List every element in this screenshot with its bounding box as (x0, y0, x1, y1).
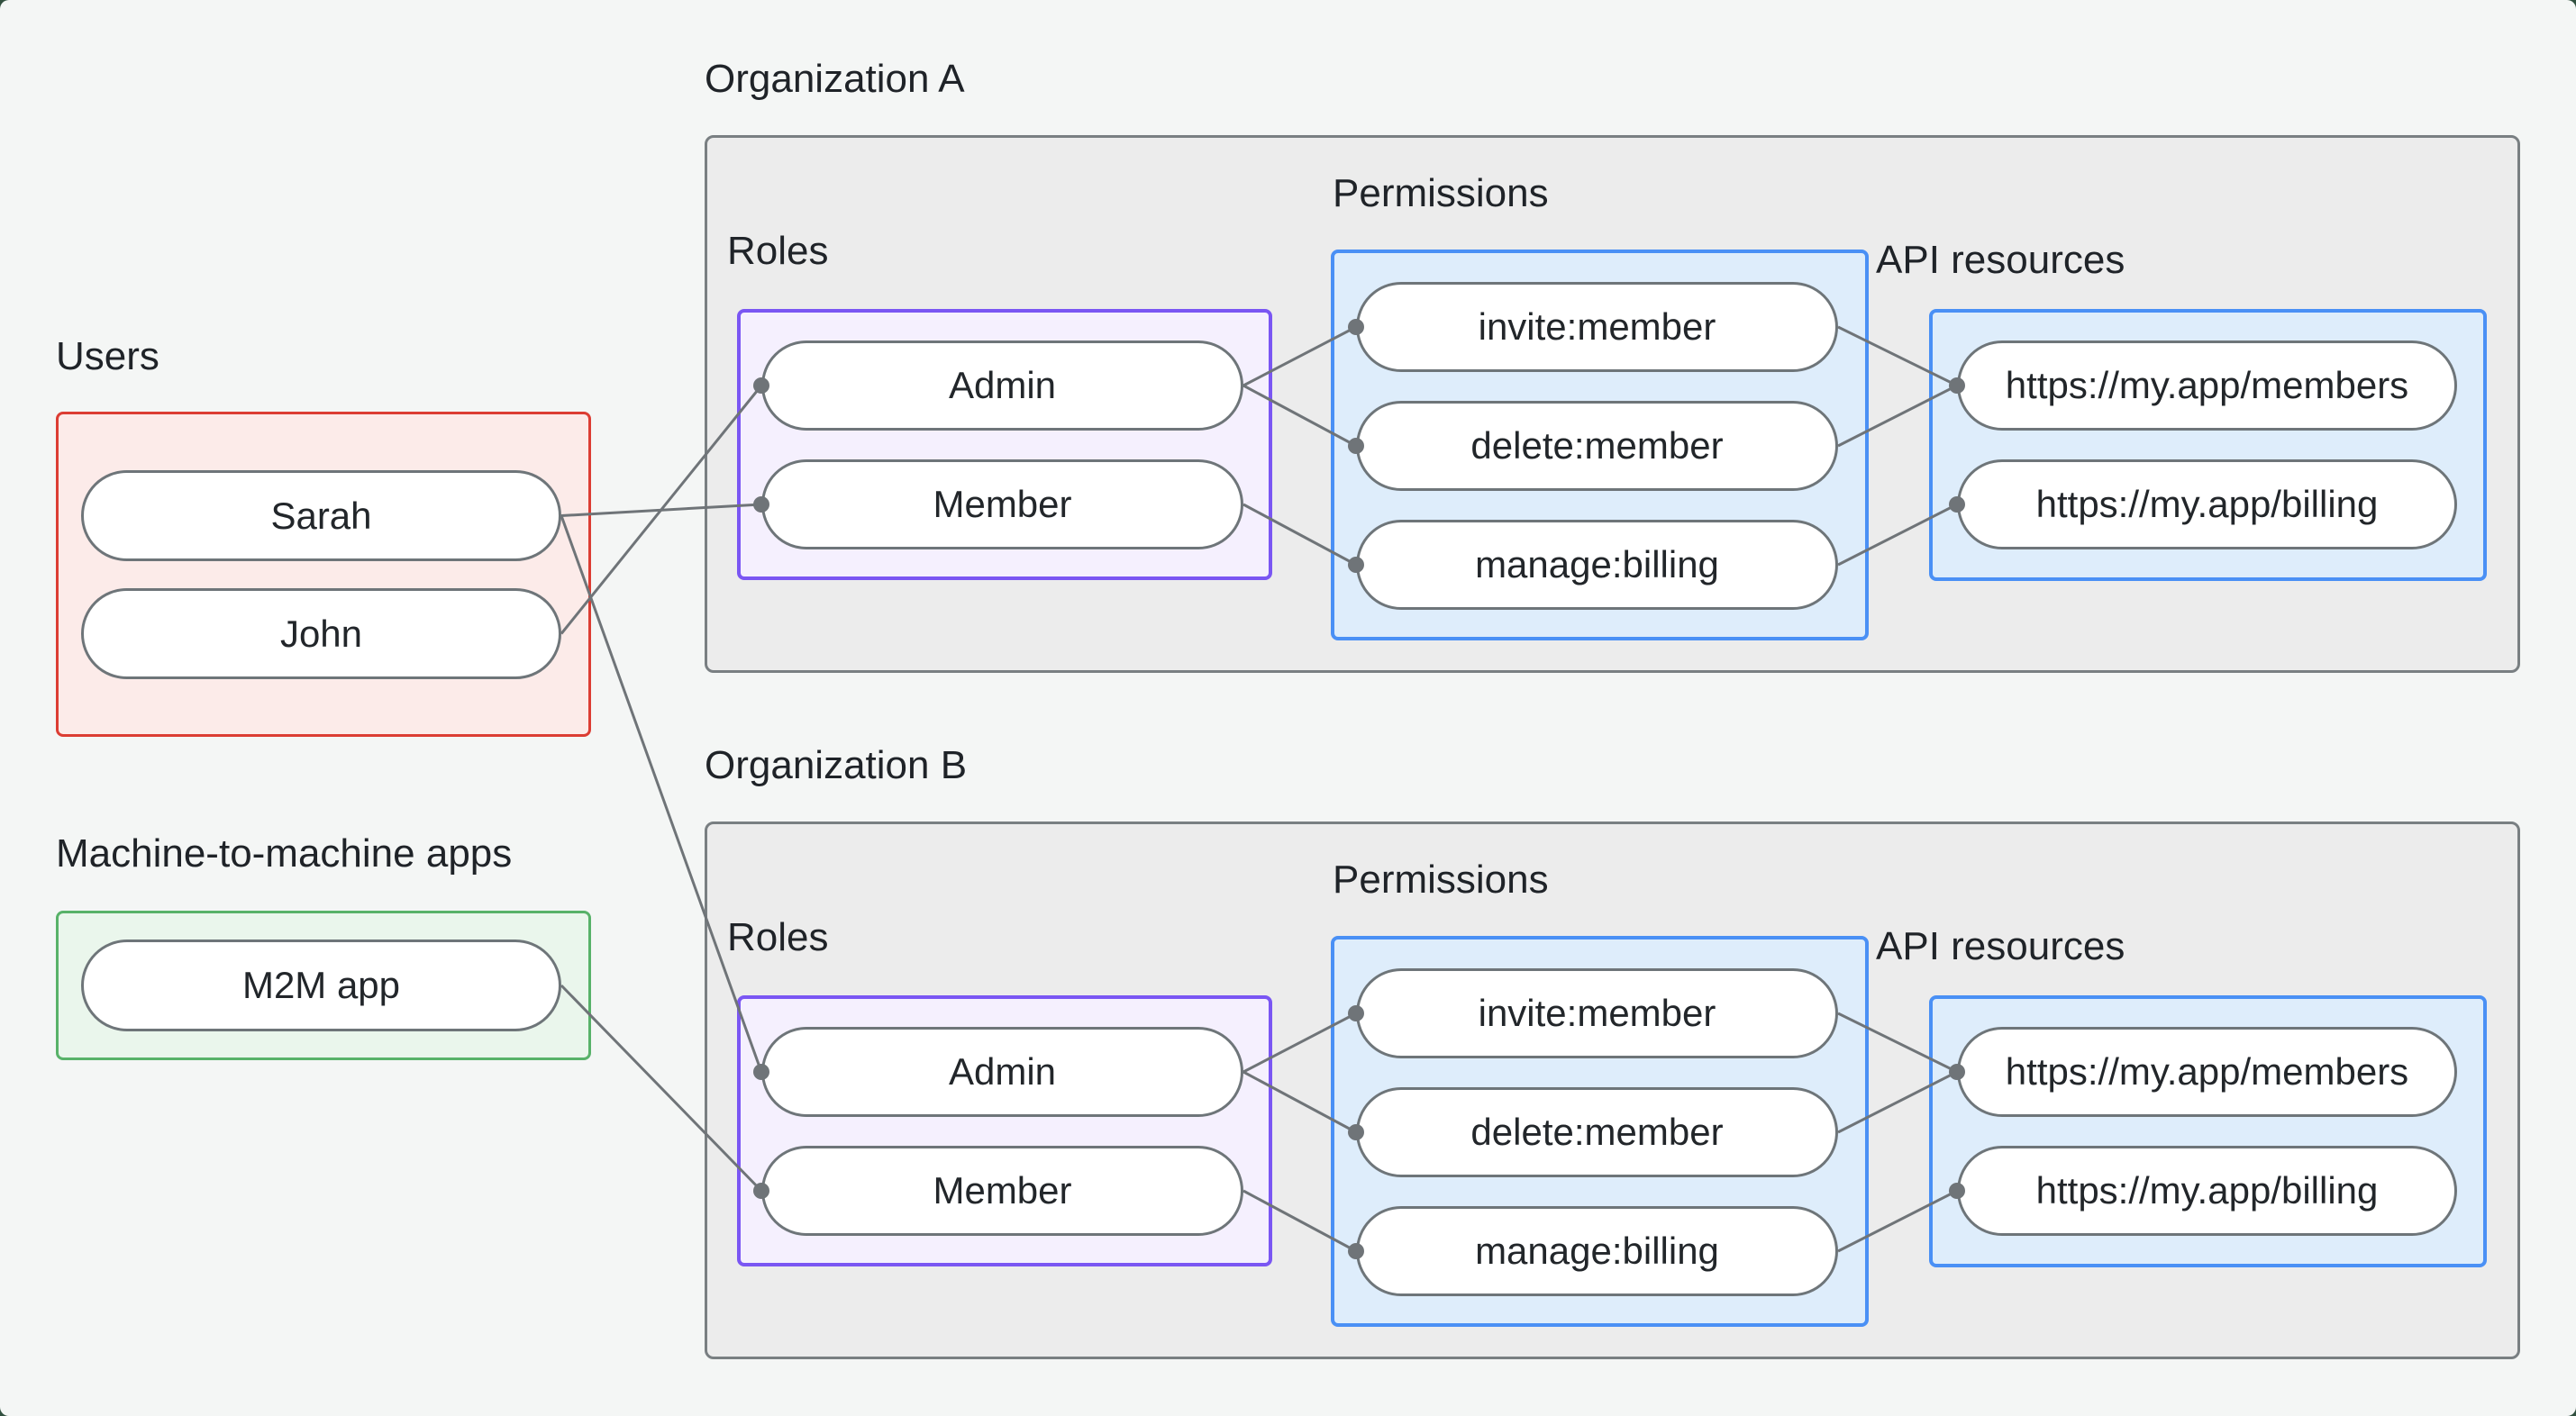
users-group-label: Users (56, 334, 159, 378)
org-b-role-member: Member (761, 1146, 1243, 1236)
org-b-permission-invite-member: invite:member (1356, 968, 1838, 1058)
org-a-title: Organization A (705, 57, 965, 101)
org-a-role-member: Member (761, 459, 1243, 549)
org-a-role-admin: Admin (761, 340, 1243, 431)
org-b-api-billing: https://my.app/billing (1957, 1146, 2457, 1236)
users-group-box (56, 412, 591, 737)
org-a-permission-delete-member: delete:member (1356, 401, 1838, 491)
m2m-app-node: M2M app (81, 939, 561, 1031)
org-b-role-admin: Admin (761, 1027, 1243, 1117)
org-b-permission-manage-billing: manage:billing (1356, 1206, 1838, 1296)
org-a-permission-manage-billing: manage:billing (1356, 520, 1838, 610)
org-a-roles-label: Roles (727, 229, 829, 273)
m2m-group-label: Machine-to-machine apps (56, 831, 513, 876)
org-b-api-members: https://my.app/members (1957, 1027, 2457, 1117)
org-b-title: Organization B (705, 743, 968, 787)
org-a-permission-invite-member: invite:member (1356, 282, 1838, 372)
org-b-api-label: API resources (1876, 924, 2125, 968)
org-a-permissions-label: Permissions (1333, 171, 1549, 215)
org-a-api-members: https://my.app/members (1957, 340, 2457, 431)
org-a-api-label: API resources (1876, 238, 2125, 282)
org-b-roles-label: Roles (727, 915, 829, 959)
org-b-permissions-label: Permissions (1333, 858, 1549, 902)
user-node-john: John (81, 588, 561, 679)
org-b-permission-delete-member: delete:member (1356, 1087, 1838, 1177)
user-node-sarah: Sarah (81, 470, 561, 561)
org-a-api-billing: https://my.app/billing (1957, 459, 2457, 549)
